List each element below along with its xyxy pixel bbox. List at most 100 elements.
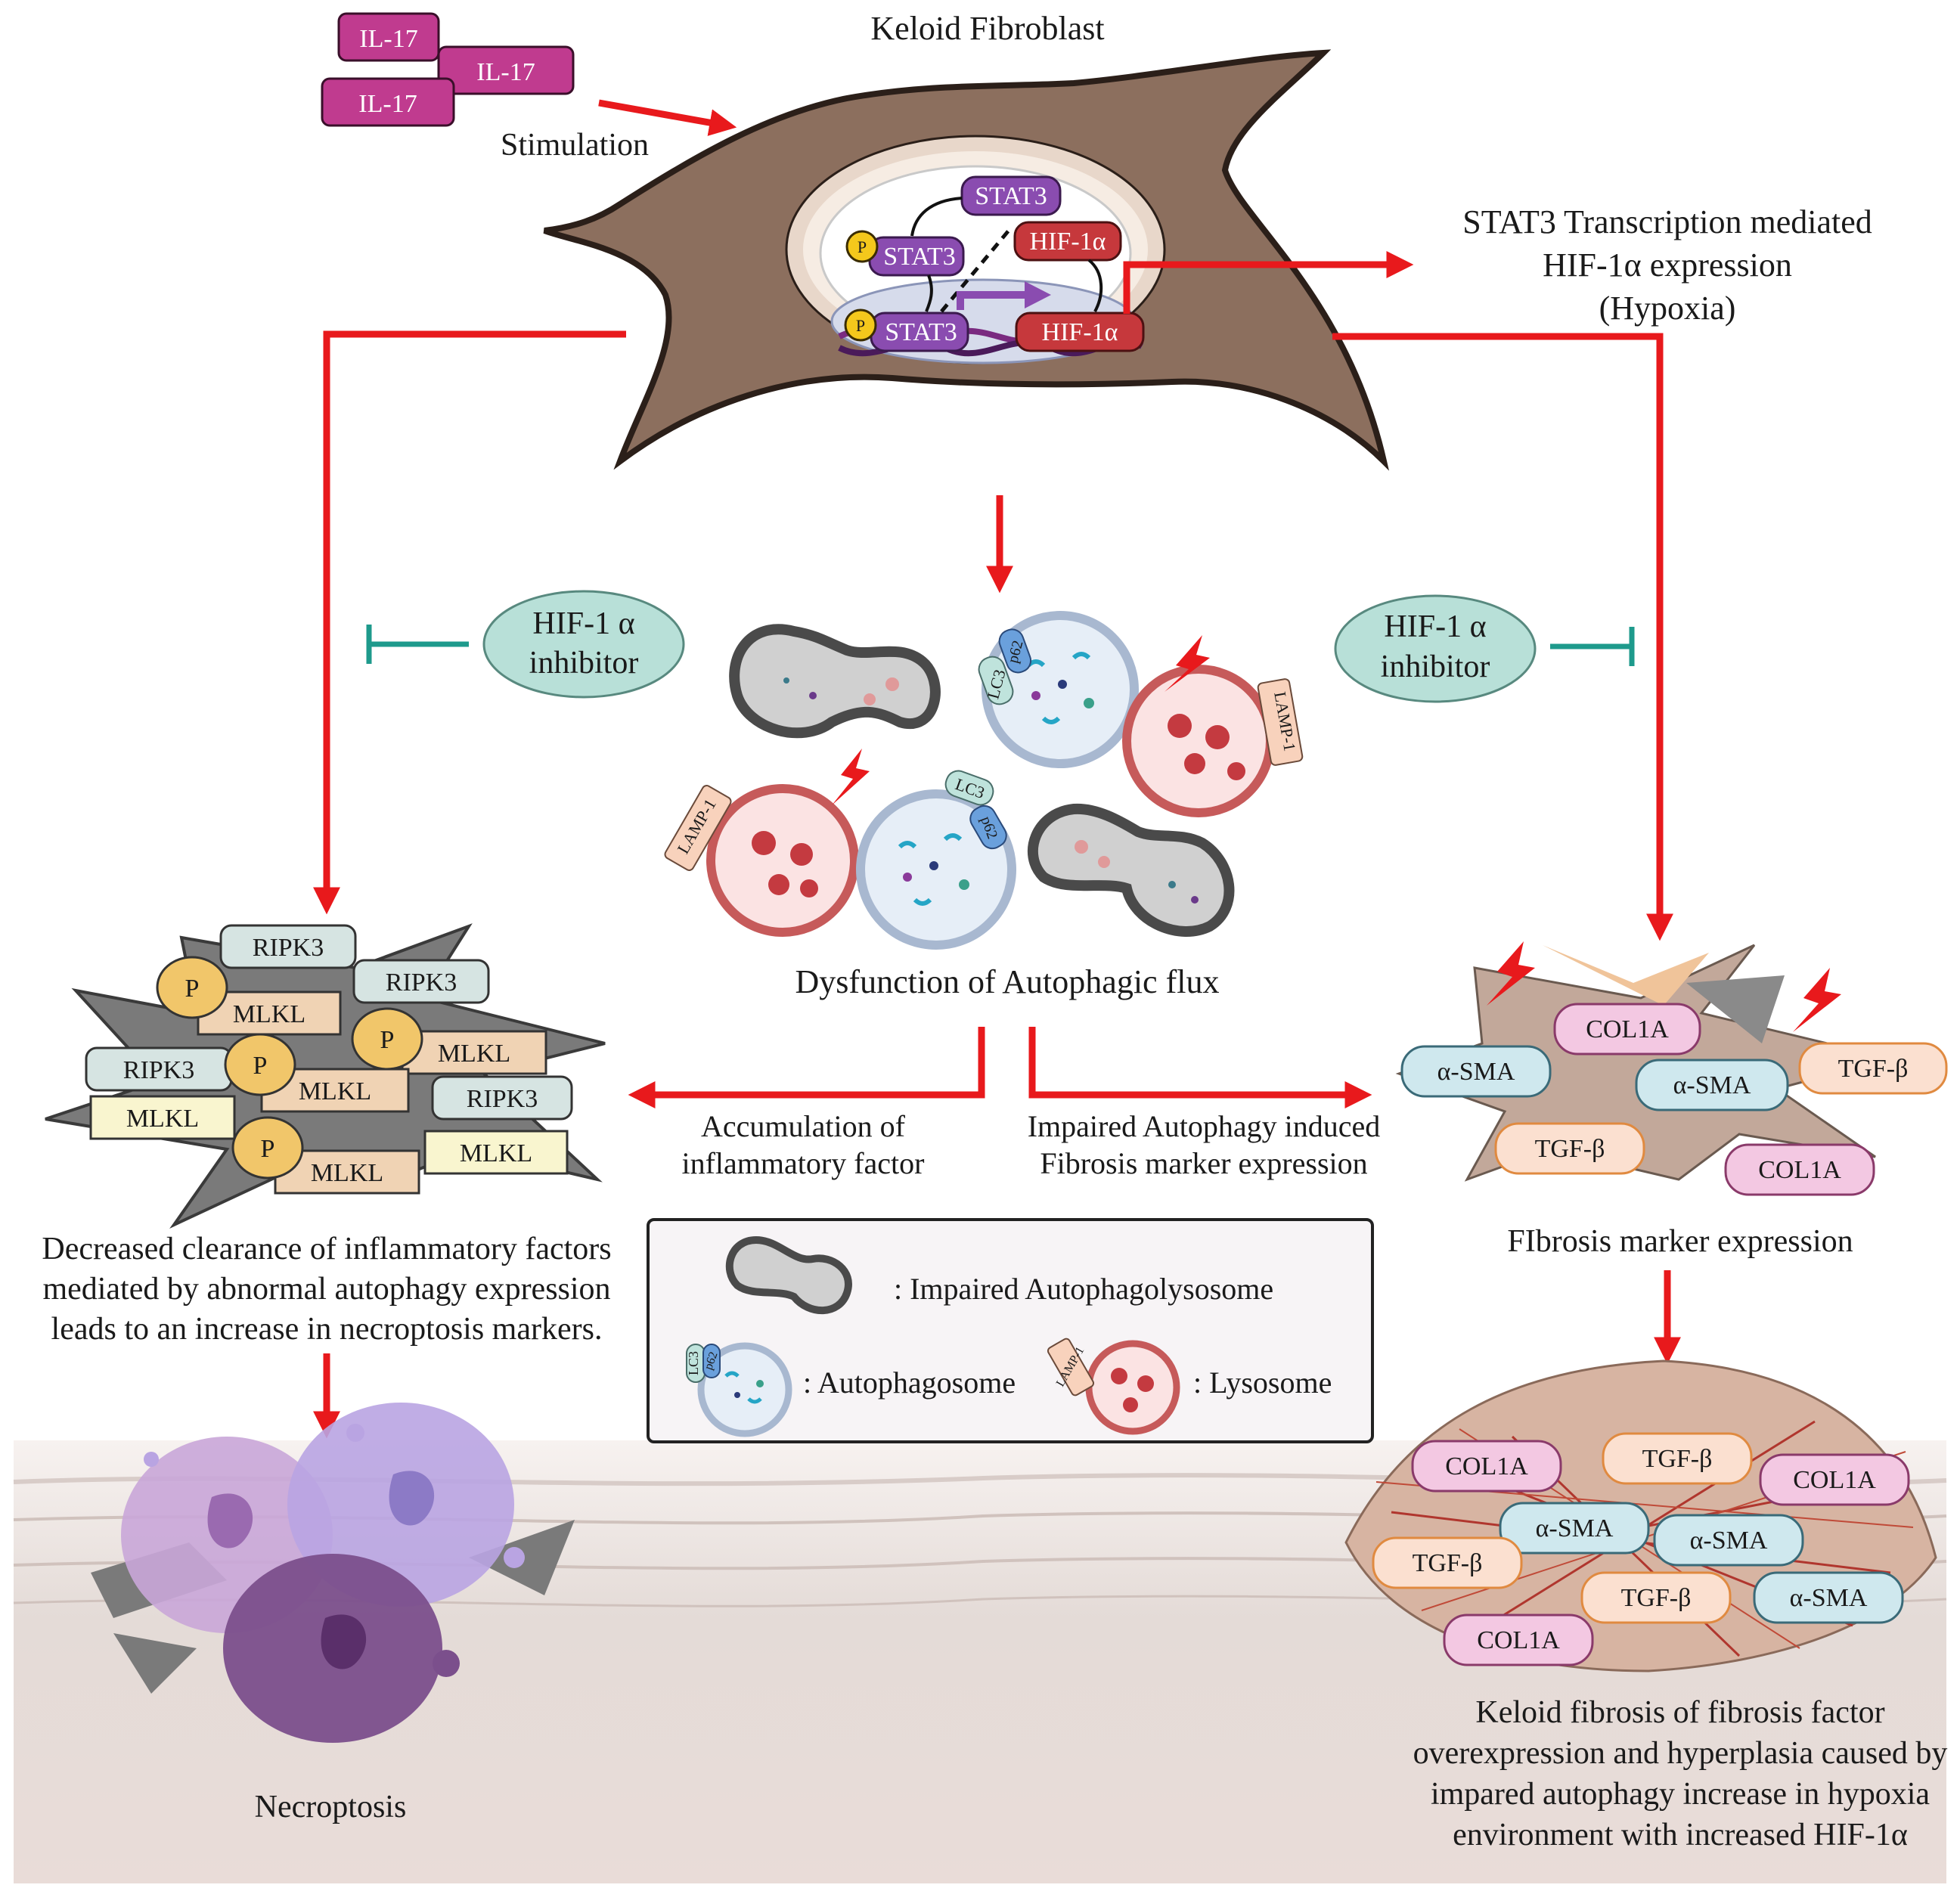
transcription-dashed-arrow — [940, 225, 1013, 313]
svg-text:α-SMA: α-SMA — [1790, 1584, 1868, 1612]
asma-tag: α-SMA — [1400, 1045, 1552, 1098]
mlkl-tag: MLKL — [89, 1095, 236, 1140]
svg-text:STAT3: STAT3 — [883, 243, 956, 271]
legend-impaired-icon — [725, 1235, 852, 1315]
hif-inhibitor-right: HIF-1 α inhibitor — [1334, 594, 1537, 703]
phospho-badge: P — [156, 956, 228, 1019]
svg-text:TGF-β: TGF-β — [1621, 1584, 1692, 1612]
il17-tag-3: IL-17 — [321, 77, 455, 127]
svg-text:COL1A: COL1A — [1586, 1015, 1669, 1043]
autophagosome: LC3 p62 — [978, 611, 1139, 768]
svg-text:RIPK3: RIPK3 — [123, 1056, 194, 1084]
svg-text:Impaired Autophagy induced: Impaired Autophagy induced — [1028, 1109, 1381, 1143]
il17-label: IL-17 — [476, 58, 535, 86]
svg-text:RIPK3: RIPK3 — [467, 1085, 538, 1113]
svg-text:α-SMA: α-SMA — [1437, 1058, 1515, 1086]
damage-bolt-icon — [1793, 968, 1841, 1032]
necroptotic-cells — [91, 1403, 575, 1743]
il17-group: IL-17 IL-17 IL-17 — [321, 12, 575, 127]
damage-bolt-icon — [1165, 635, 1210, 692]
svg-text:TGF-β: TGF-β — [1838, 1055, 1909, 1083]
legend-lysosome-label: : Lysosome — [1193, 1366, 1332, 1400]
hif-inhibitor-left: HIF-1 α inhibitor — [482, 590, 685, 699]
il17-label: IL-17 — [358, 90, 417, 118]
svg-text:inhibitor: inhibitor — [529, 646, 639, 680]
svg-text:MLKL: MLKL — [438, 1040, 510, 1068]
autophagosome: LC3 p62 — [856, 770, 1016, 950]
damage-bolt-icon — [832, 749, 870, 805]
accumulation-arrow — [628, 1027, 985, 1108]
svg-text:COL1A: COL1A — [1793, 1466, 1876, 1494]
ripk3-tag: RIPK3 — [352, 959, 490, 1004]
asma-tag: α-SMA — [1499, 1502, 1650, 1555]
svg-text:HIF-1α: HIF-1α — [1030, 228, 1106, 256]
svg-text:HIF-1 α: HIF-1 α — [532, 606, 634, 641]
svg-text:inhibitor: inhibitor — [1381, 649, 1490, 684]
ripk3-tag: RIPK3 — [219, 924, 357, 969]
phospho-badge: P — [224, 1033, 296, 1096]
svg-text:HIF-1α: HIF-1α — [1042, 318, 1118, 346]
il17-tag-2: IL-17 — [437, 45, 575, 95]
stimulation-label: Stimulation — [501, 128, 649, 163]
svg-text:Accumulation of: Accumulation of — [701, 1109, 906, 1143]
keloid-fibrosis-label: Keloid fibrosis of fibrosis factor overe… — [1413, 1695, 1948, 1852]
col1a-tag: COL1A — [1553, 1003, 1701, 1056]
stat3-transcription-label: STAT3 Transcription mediated HIF-1α expr… — [1462, 203, 1872, 327]
svg-text:P: P — [261, 1135, 275, 1163]
svg-text:overexpression and hyperplasia: overexpression and hyperplasia caused by — [1413, 1736, 1948, 1771]
right-branch-arrow — [1332, 333, 1673, 941]
legend-impaired-label: : Impaired Autophagolysosome — [894, 1272, 1273, 1306]
svg-text:MLKL: MLKL — [299, 1077, 371, 1105]
hif1a-cytoplasm: HIF-1α — [1013, 221, 1122, 262]
left-inhibition-bar — [366, 625, 469, 664]
svg-text:environment with increased HIF: environment with increased HIF-1α — [1453, 1818, 1908, 1852]
transcription-start-arrow — [957, 291, 1028, 310]
col1a-tag: COL1A — [1759, 1453, 1910, 1506]
svg-text:MLKL: MLKL — [126, 1105, 199, 1133]
stat3-cytoplasm: STAT3 — [960, 175, 1062, 216]
tgfb-tag: TGF-β — [1372, 1536, 1523, 1589]
svg-text:Keloid fibrosis of fibrosis fa: Keloid fibrosis of fibrosis factor — [1475, 1695, 1884, 1730]
svg-text:STAT3: STAT3 — [975, 182, 1047, 210]
svg-text:impared autophagy increase in: impared autophagy increase in hypoxia — [1431, 1777, 1930, 1812]
svg-text:HIF-1α expression: HIF-1α expression — [1543, 246, 1792, 284]
mlkl-tag: MLKL — [423, 1130, 569, 1175]
svg-text:α-SMA: α-SMA — [1690, 1527, 1768, 1555]
svg-text:Fibrosis marker expression: Fibrosis marker expression — [1040, 1146, 1367, 1180]
svg-text:P: P — [380, 1026, 395, 1054]
lysosome: LAMP-1 — [664, 784, 859, 937]
il17-label: IL-17 — [359, 25, 417, 53]
hif1a-nuclear: HIF-1α — [1015, 312, 1145, 352]
tgfb-tag: TGF-β — [1602, 1432, 1753, 1485]
asma-tag: α-SMA — [1635, 1059, 1789, 1111]
legend-lysosome-icon: LAMP-1 — [1047, 1338, 1180, 1435]
legend-autophagosome-label: : Autophagosome — [803, 1366, 1016, 1400]
decreased-clearance-label: Decreased clearance of inflammatory fact… — [42, 1232, 611, 1347]
asma-tag: α-SMA — [1653, 1514, 1804, 1567]
fibrosis-marker-label: FIbrosis marker expression — [1507, 1224, 1853, 1259]
svg-text:STAT3: STAT3 — [885, 318, 957, 346]
svg-text:COL1A: COL1A — [1758, 1156, 1841, 1184]
lc3-label: LC3 — [686, 1351, 701, 1375]
stat3-phosphorylation-arrow — [910, 197, 963, 237]
svg-text:P: P — [253, 1052, 268, 1080]
svg-text:mediated by abnormal autophagy: mediated by abnormal autophagy expressio… — [42, 1272, 610, 1307]
svg-text:TGF-β: TGF-β — [1642, 1445, 1713, 1473]
right-inhibition-bar — [1550, 627, 1635, 666]
p-stat3-upper: STAT3 P — [845, 230, 965, 277]
mlkl-tag: MLKL — [197, 990, 342, 1036]
phospho-badge: P — [858, 237, 867, 256]
svg-text:α-SMA: α-SMA — [1536, 1514, 1614, 1542]
svg-text:inflammatory factor: inflammatory factor — [682, 1146, 925, 1180]
legend-autophagosome-icon: LC3 p62 — [686, 1342, 792, 1437]
ripk3-tag: RIPK3 — [85, 1046, 233, 1092]
mlkl-tag: MLKL — [401, 1030, 547, 1075]
tgfb-tag: TGF-β — [1494, 1122, 1645, 1175]
tgfb-tag: TGF-β — [1580, 1571, 1732, 1624]
svg-text:STAT3 Transcription mediated: STAT3 Transcription mediated — [1462, 203, 1872, 240]
svg-text:TGF-β: TGF-β — [1413, 1549, 1483, 1577]
col1a-tag: COL1A — [1411, 1440, 1562, 1493]
accumulation-label: Accumulation of inflammatory factor — [682, 1109, 925, 1180]
dysfunction-label: Dysfunction of Autophagic flux — [795, 963, 1220, 1000]
svg-text:MLKL: MLKL — [233, 1000, 305, 1028]
